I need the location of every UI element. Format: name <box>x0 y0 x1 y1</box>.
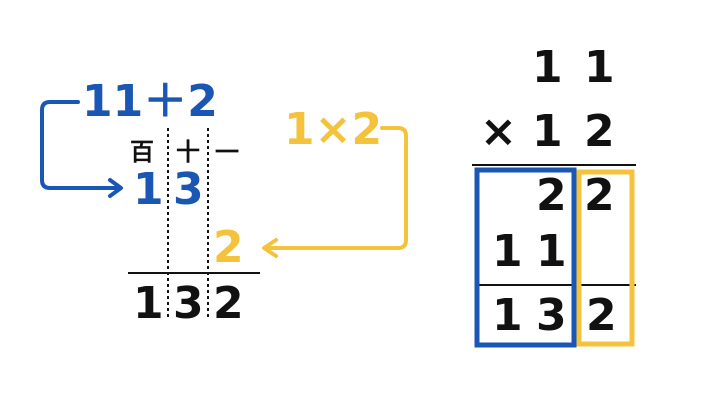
yellow-arrow <box>263 126 408 250</box>
partial1-ones: 2 <box>584 170 615 221</box>
tens-header: 十 <box>176 138 200 166</box>
sum-expression: 11＋2 <box>82 76 218 127</box>
ones-header: 一 <box>215 138 239 166</box>
carried-hundreds: 1 <box>133 164 164 215</box>
yellow-arrowhead <box>262 238 278 258</box>
right-result-hundreds: 1 <box>492 290 523 341</box>
blue-arrow <box>40 100 122 190</box>
left-result-tens: 3 <box>173 278 204 329</box>
left-result-ones: 2 <box>213 278 244 329</box>
blue-arrowhead <box>108 178 123 198</box>
partial2-tens: 1 <box>536 226 567 277</box>
product-expression: 1×2 <box>284 104 383 155</box>
yellow-box <box>576 169 635 347</box>
multiplicand-ones: 1 <box>584 42 615 93</box>
multiplier-tens: 1 <box>532 106 563 157</box>
partial1-tens: 2 <box>536 170 567 221</box>
right-result-tens: 3 <box>536 290 567 341</box>
hundreds-header: 百 <box>130 138 154 166</box>
ones-value: 2 <box>213 222 244 273</box>
carried-tens: 3 <box>173 164 204 215</box>
multiply-operator: × <box>480 106 517 157</box>
multiplier-ones: 2 <box>584 106 615 157</box>
partial2-hundreds: 1 <box>492 226 523 277</box>
left-result-hundreds: 1 <box>133 278 164 329</box>
multiplicand-tens: 1 <box>532 42 563 93</box>
right-result-ones: 2 <box>586 290 617 341</box>
blue-box <box>474 167 577 348</box>
